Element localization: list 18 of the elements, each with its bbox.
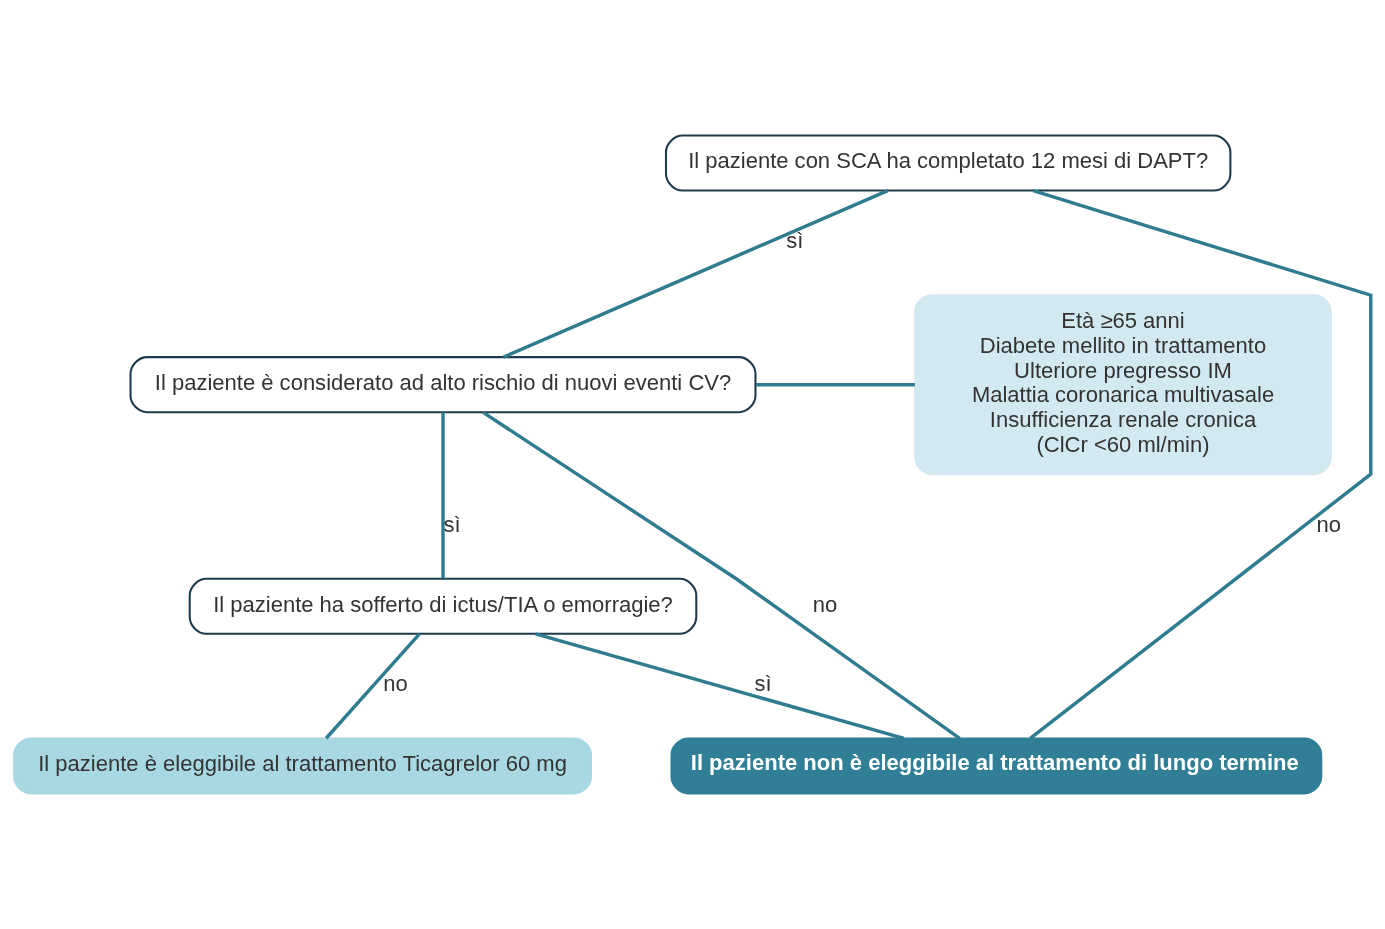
connector	[756, 382, 915, 387]
edge-label: no	[812, 591, 838, 617]
node-box: Il paziente è eleggibile al trattamento Ticagrelor 60 mg	[13, 737, 592, 795]
connector	[535, 632, 905, 740]
edge-label: no	[383, 671, 408, 697]
node-box: Età ≥65 anni Diabete mellito in trattamento Ulteriore pregresso IM Malattia coronarica multivasale Insufficienza renale cronica (ClCr <60 ml/min)	[914, 294, 1332, 476]
node-box: Il paziente ha sofferto di ictus/TIA o emorragie?	[188, 577, 698, 635]
edge-label: sì	[754, 671, 772, 697]
connector	[502, 189, 889, 359]
connector	[1029, 189, 1373, 740]
node-box: Il paziente non è eleggibile al trattamento di lungo termine	[670, 737, 1323, 795]
connector	[482, 411, 961, 740]
connector	[324, 632, 421, 740]
connector	[441, 412, 445, 579]
edge-label: sì	[786, 228, 804, 254]
node-box: Il paziente con SCA ha completato 12 mesi di DAPT?	[664, 134, 1232, 192]
edge-label: no	[1316, 511, 1342, 537]
node-box: Il paziente è considerato ad alto rischio di nuovi eventi CV?	[129, 356, 757, 414]
